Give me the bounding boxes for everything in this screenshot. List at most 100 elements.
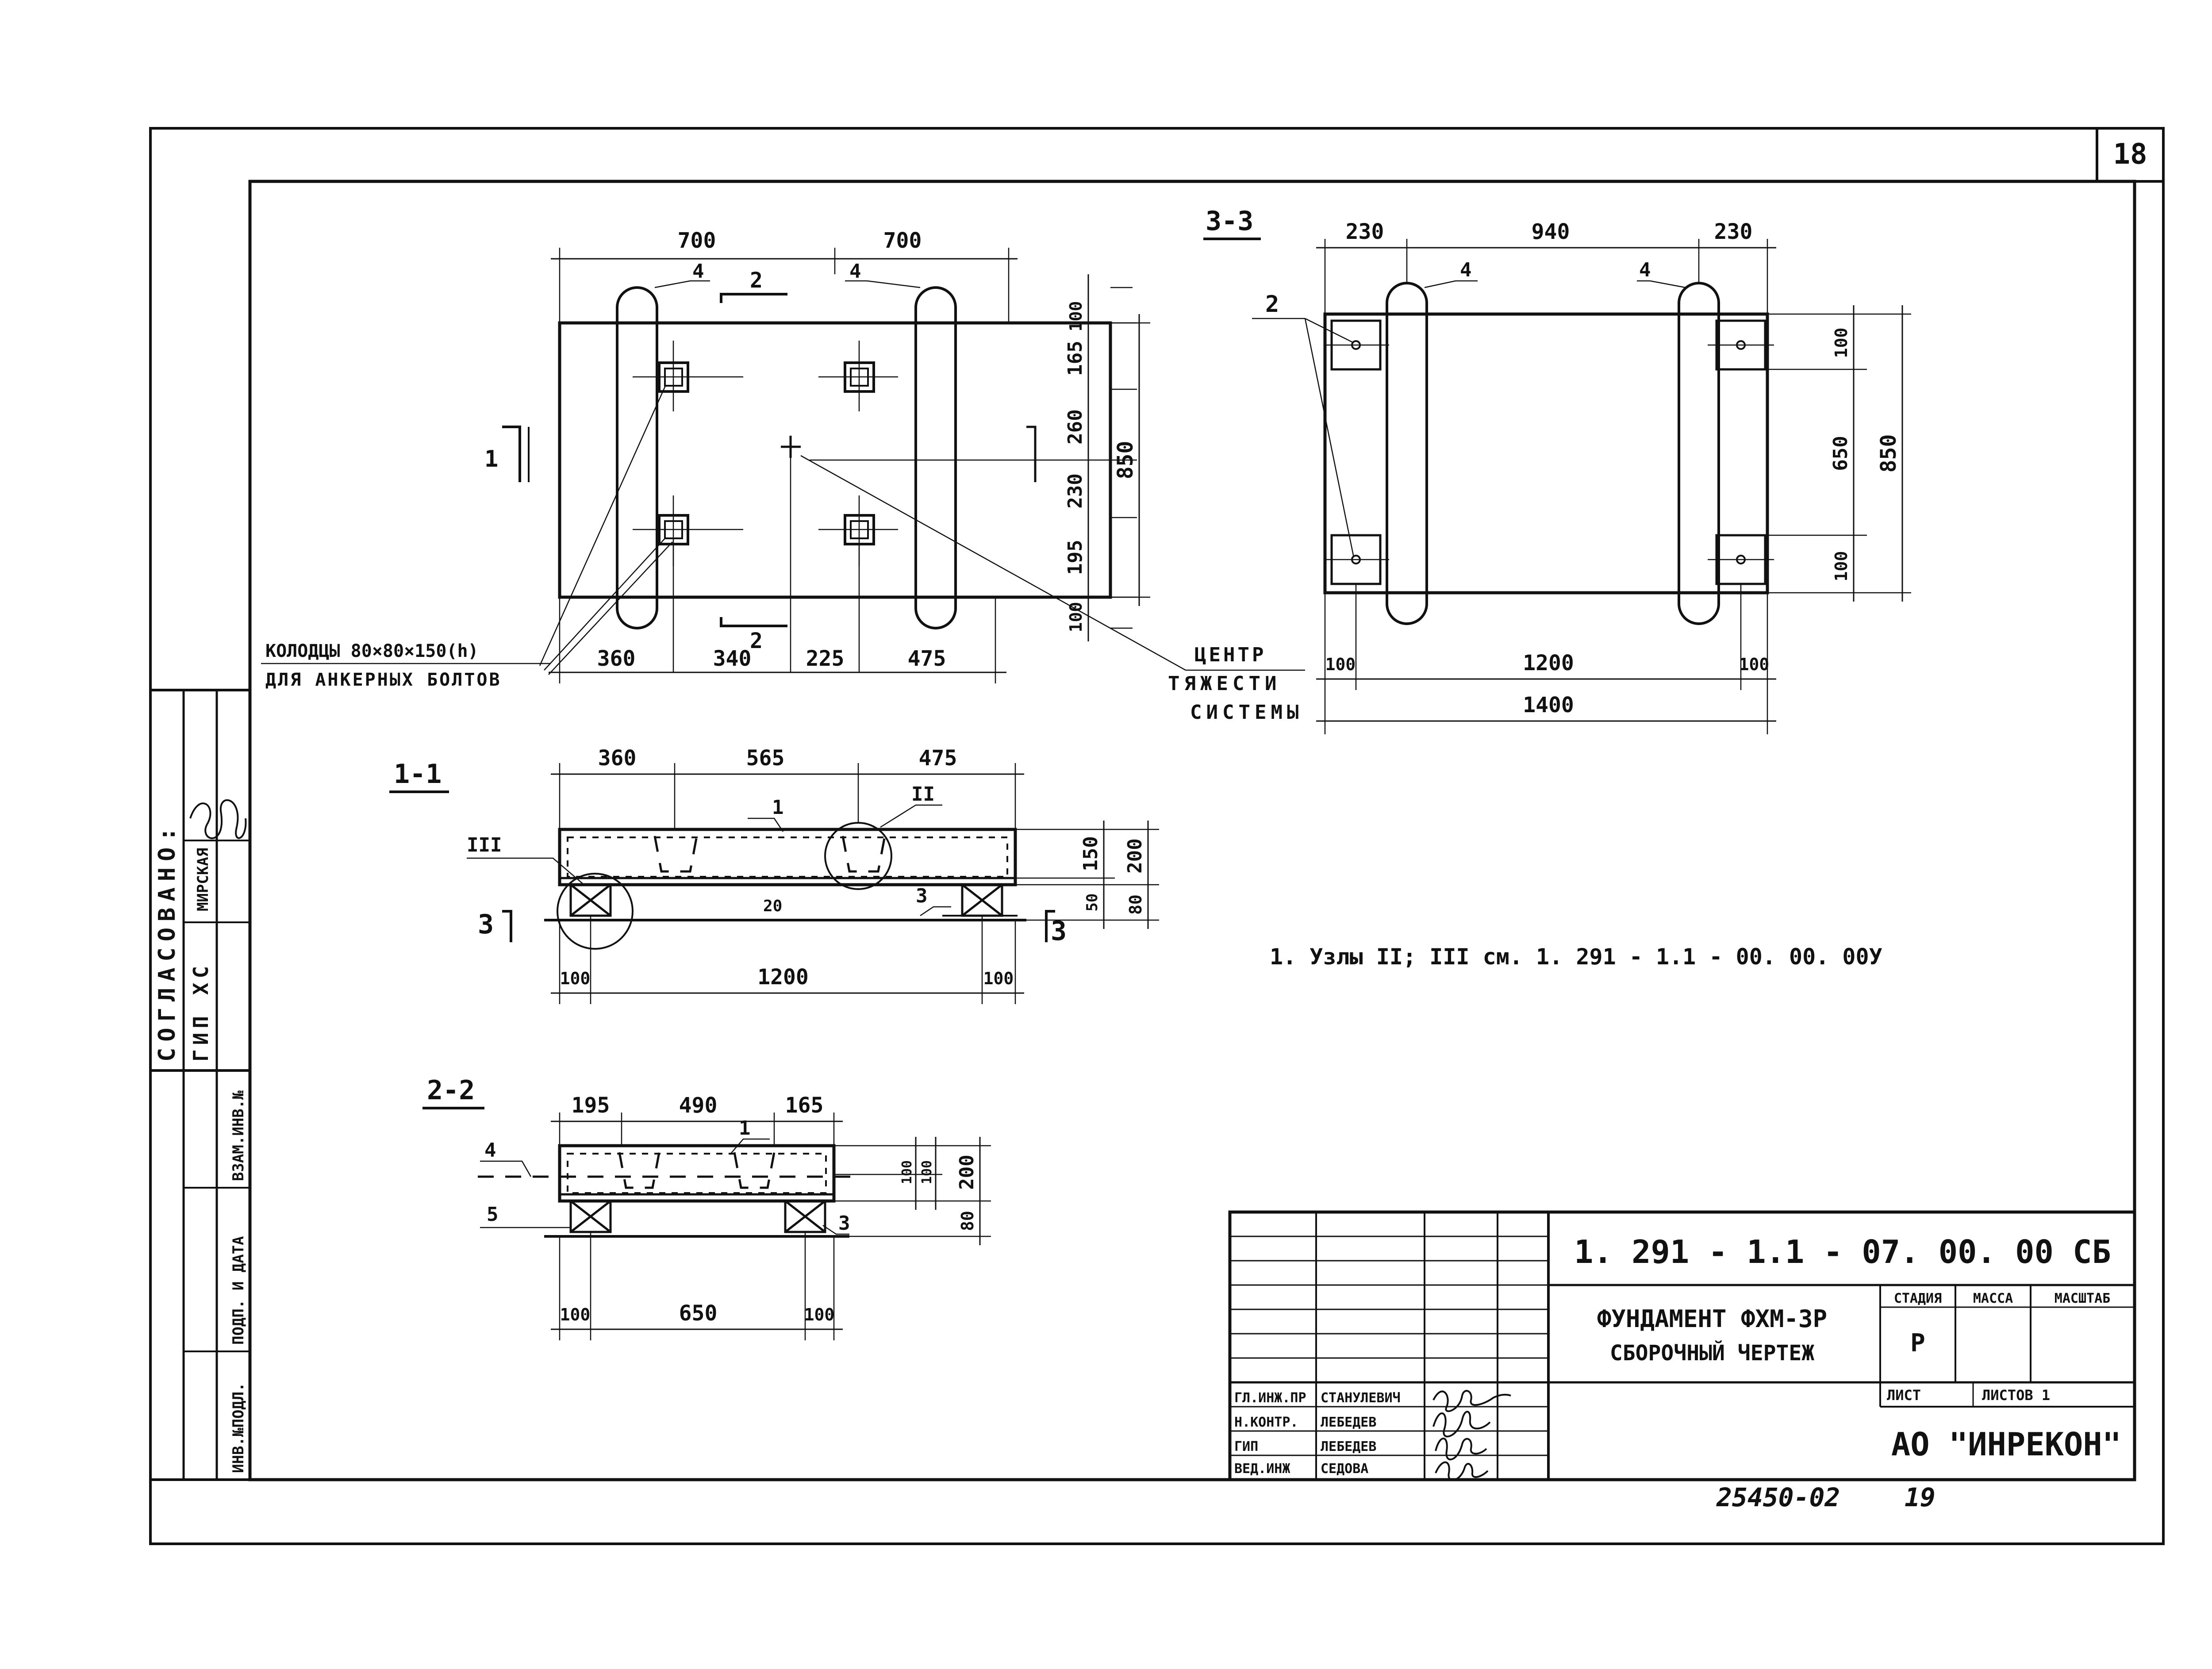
view33-top-dim-1: 230 [1346,219,1384,244]
view33-bottom-dim-1: 100 [1325,655,1356,674]
plan-cg-label-1: ЦЕНТР [1194,644,1266,666]
sign-role-2: Н.КОНТР. [1234,1415,1298,1430]
company-name: АО "ИНРЕКОН" [1891,1426,2121,1463]
section11-right-dim-3: 200 [1124,838,1146,873]
plan-right-total: 850 [1113,441,1138,480]
stamp-name: МИРСКАЯ [194,848,212,911]
section11-top-dim-3: 475 [919,746,957,771]
plan-right-dim-6: 100 [1066,602,1086,633]
plan-right-dim-1: 100 [1066,301,1086,332]
plan-rail-right [914,286,957,629]
stamp-col2: ПОДП. И ДАТА [230,1236,247,1345]
plan-rail-left [616,286,658,629]
plan-cg-label-3: СИСТЕМЫ [1190,701,1303,724]
view-3-3: 3-3 2 4 4 230 940 230 [1203,206,1911,734]
plan-section-2-bottom: 2 [750,629,763,653]
section11-bottom-dim-3: 100 [983,969,1014,988]
stage-value: Р [1910,1329,1925,1358]
sign-role-3: ГИП [1234,1439,1258,1454]
section11-top-dim-1: 360 [598,746,637,771]
section22-right-dim-2: 100 [919,1160,935,1184]
sign-role-4: ВЕД.ИНЖ [1234,1461,1290,1477]
plan-cg-label-2: ТЯЖЕСТИ [1168,672,1281,695]
section11-top-dim-2: 565 [746,746,785,771]
view33-top-dim-2: 940 [1532,219,1570,244]
view33-top-dim-3: 230 [1714,219,1753,244]
plan-right-dim-2: 165 [1064,341,1087,376]
section22-top-dim-2: 490 [679,1093,718,1118]
section-2-2: 2-2 4 1 5 3 195 490 165 [422,1075,991,1340]
plan-bottom-dim-2: 340 [713,646,752,671]
section11-right-dim-2: 50 [1083,894,1101,912]
plan-bottom-dim-1: 360 [597,646,636,671]
section-1-1: 1-1 III 1 II 20 3 3 3 [389,746,1159,1004]
mass-header: МАССА [1973,1291,2013,1306]
drawing-title-1: ФУНДАМЕНТ ФХМ-3Р [1597,1305,1827,1333]
section11-cut-left: 3 [478,909,494,940]
sign-name-4: СЕДОВА [1321,1461,1368,1477]
handwritten-signatures [1432,1390,1511,1481]
sign-name-1: СТАНУЛЕВИЧ [1321,1390,1401,1406]
section11-mark-1: 1 [772,796,784,819]
sheet-number: 18 [2113,138,2147,171]
section22-title: 2-2 [427,1075,475,1106]
title-block: 1. 291 - 1.1 - 07. 00. 00 СБ ФУНДАМЕНТ Ф… [1228,1210,2136,1481]
archive-number: 25450-02 [1716,1482,1840,1512]
outer-frame [149,127,2165,1545]
view33-leader-4b: 4 [1639,259,1651,281]
plan-leader-4a: 4 [692,260,704,283]
view33-bottom-dim-2: 1200 [1523,651,1574,675]
plan-right-dim-3: 260 [1064,409,1087,444]
general-note: 1. Узлы II; III см. 1. 291 - 1.1 - 00. 0… [1270,944,1882,970]
stamp-col3: ИНВ.№ПОДЛ. [230,1382,247,1473]
side-stamp: СОГЛАСОВАНО: ГИП ХС МИРСКАЯ ВЗАМ.ИНВ.№ П… [149,689,251,1481]
view33-right-dim-2: 650 [1829,436,1852,471]
section22-top-dim-1: 195 [572,1093,610,1118]
view33-leader-2: 2 [1265,291,1279,318]
sheet-label: ЛИСТ [1887,1387,1921,1404]
plan-section-1: 1 [484,446,498,472]
sign-name-2: ЛЕБЕДЕВ [1321,1415,1376,1430]
plan-bottom-dim-4: 475 [908,646,946,671]
stamp-col1: ВЗАМ.ИНВ.№ [230,1090,247,1181]
section11-right-dim-1: 150 [1079,836,1102,871]
plan-bottom-dim-3: 225 [806,646,845,671]
view33-right-total: 850 [1876,434,1901,473]
section11-mark-2: II [911,783,935,806]
archive-page: 19 [1905,1482,1936,1512]
view33-bottom-dim-3: 100 [1739,655,1770,674]
section11-mark-cut: 3 [916,885,928,907]
section22-bottom-dim-3: 100 [804,1305,835,1324]
section11-bottom-dim-2: 1200 [757,965,809,990]
section11-right-dim-4: 80 [1126,894,1145,915]
plan-right-dim-4: 230 [1064,473,1087,508]
section22-bottom-dim-1: 100 [560,1305,591,1324]
drawing-title-2: СБОРОЧНЫЙ ЧЕРТЕЖ [1610,1340,1814,1366]
stamp-signature [189,799,247,839]
view33-right-dim-3: 100 [1832,551,1851,582]
section11-mark-20: 20 [763,897,782,915]
stamp-agreed: СОГЛАСОВАНО: [154,821,180,1062]
scale-header: МАСШТАБ [2055,1291,2110,1306]
sign-name-3: ЛЕБЕДЕВ [1321,1439,1376,1454]
section22-right-dim-4: 80 [958,1211,977,1231]
view33-leader-4a: 4 [1460,259,1472,281]
section22-mark-5: 5 [487,1203,499,1226]
view33-title: 3-3 [1206,206,1253,237]
section11-title: 1-1 [394,759,442,790]
section22-mark-3: 3 [838,1212,850,1235]
view33-right-dim-1: 100 [1832,328,1851,358]
sheet-number-box [2096,127,2165,183]
plan-top-dim-1: 700 [678,228,716,253]
plan-view: 700 700 4 4 2 2 1 100 165 260 230 195 10… [261,228,1305,724]
sign-role-1: ГЛ.ИНЖ.ПР [1234,1390,1306,1406]
stamp-gip: ГИП ХС [189,962,213,1062]
section11-cut-right: 3 [1051,916,1067,947]
plan-wells [633,341,898,566]
section11-bottom-dim-1: 100 [560,969,591,988]
section22-top-dim-3: 165 [785,1093,824,1118]
plan-section-2-top: 2 [750,268,763,293]
view33-bottom-total: 1400 [1523,693,1574,717]
